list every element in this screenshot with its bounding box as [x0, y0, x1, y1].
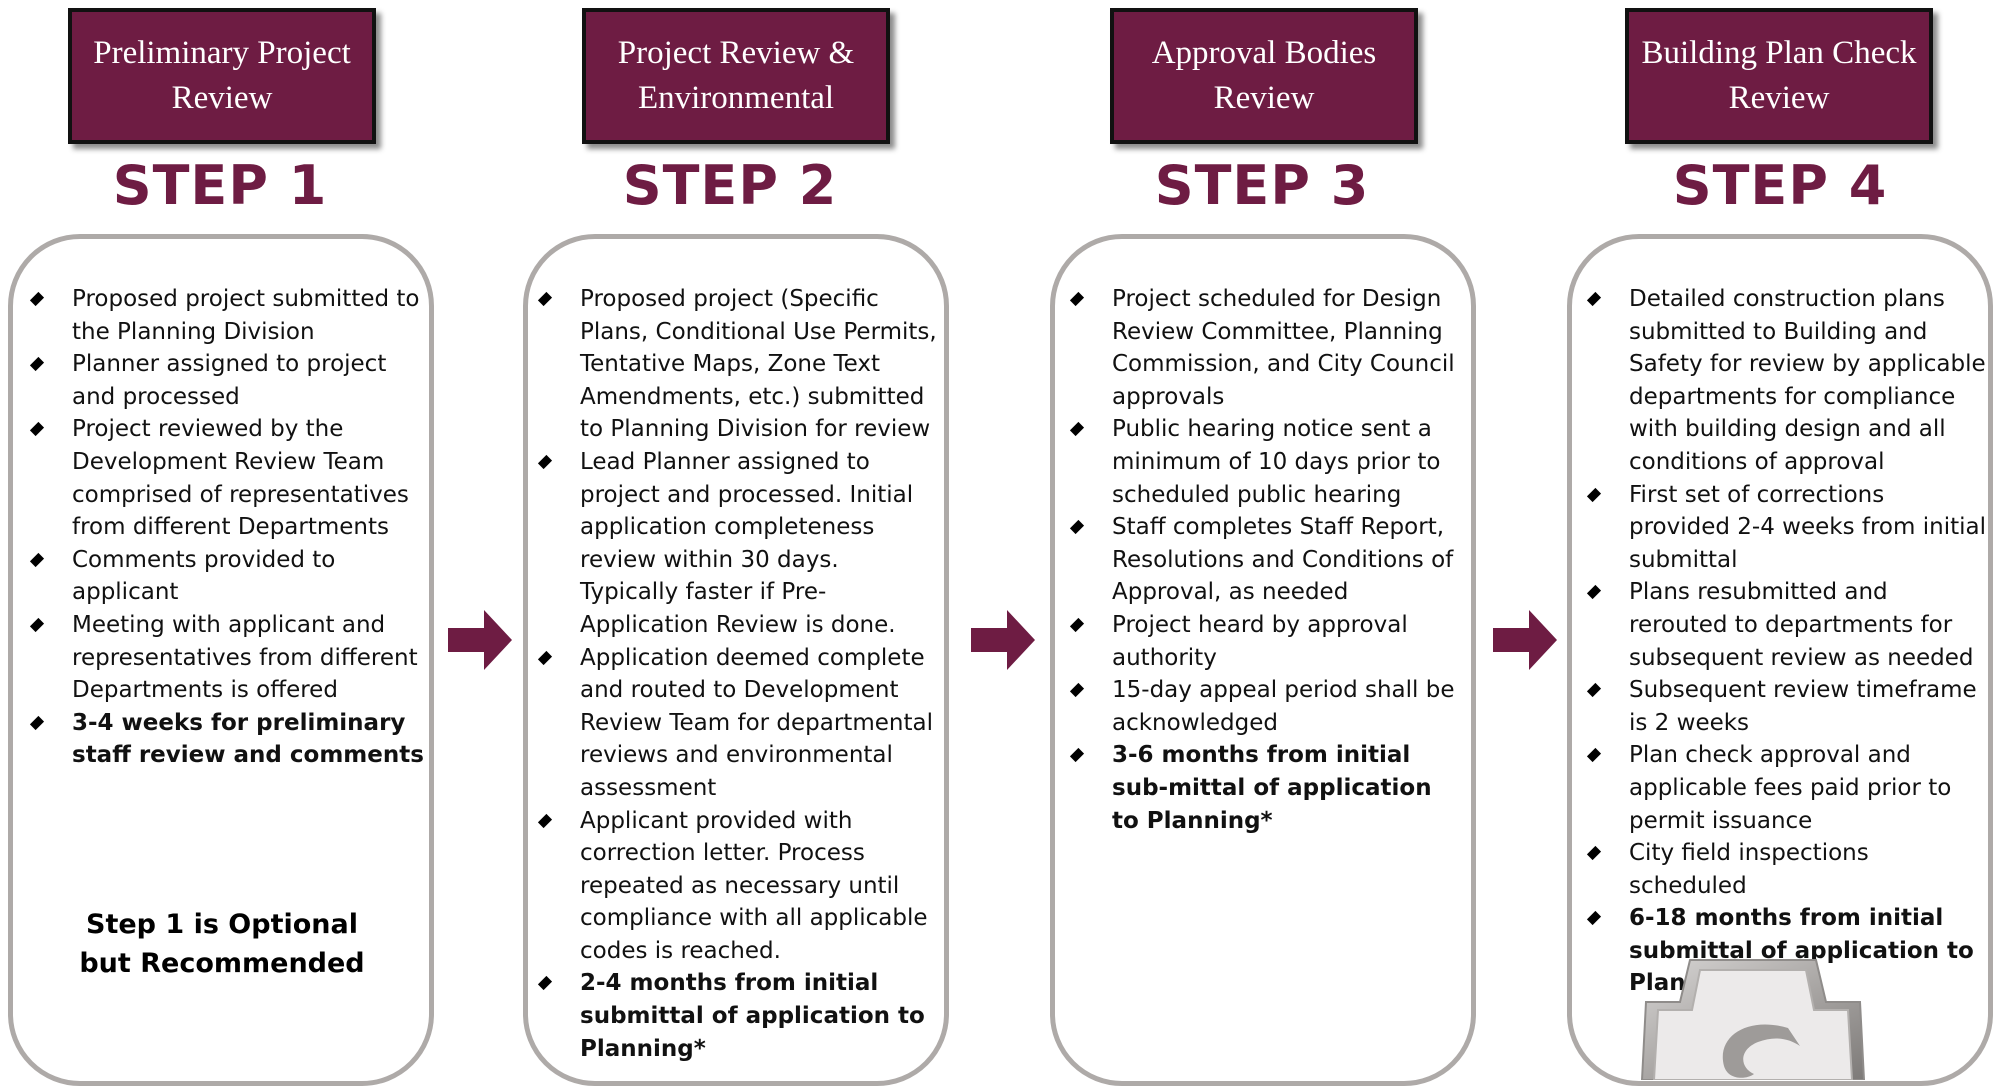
diamond-bullet-icon — [29, 552, 45, 567]
step3-label: STEP 3 — [1154, 154, 1370, 217]
diamond-bullet-icon — [1069, 291, 1085, 307]
list-item: Planner assigned to project and processe… — [26, 348, 426, 413]
diamond-bullet-icon — [1586, 585, 1602, 600]
step1-header-text: Preliminary Project Review — [93, 35, 351, 116]
step1-optional-note: Step 1 is Optional but Recommended — [79, 909, 365, 979]
diamond-bullet-icon — [537, 291, 553, 307]
step2-header: Project Review & Environmental — [582, 8, 890, 144]
step1-header: Preliminary Project Review — [68, 8, 376, 144]
diamond-bullet-icon — [1069, 617, 1085, 633]
diamond-bullet-icon — [1069, 422, 1085, 437]
diamond-bullet-icon — [537, 650, 553, 665]
step1-bullet-list: Proposed project submitted to the Planni… — [26, 283, 426, 772]
diamond-bullet-icon — [29, 617, 45, 633]
list-item: Public hearing notice sent a minimum of … — [1066, 413, 1466, 511]
list-item: Project heard by approval authority — [1066, 609, 1466, 674]
keystone-logo-icon — [1640, 959, 1866, 1080]
list-item: Plans resubmitted and rerouted to depart… — [1583, 576, 1991, 674]
list-item: Applicant provided with correction lette… — [534, 805, 944, 968]
list-item: 15-day appeal period shall be acknowledg… — [1066, 674, 1466, 739]
list-item: Staff completes Staff Report, Resolution… — [1066, 511, 1466, 609]
list-item: Application deemed complete and routed t… — [534, 642, 944, 805]
diamond-bullet-icon — [1586, 291, 1602, 307]
list-item: Plan check approval and applicable fees … — [1583, 739, 1991, 837]
step2-box — [523, 234, 949, 1086]
step2-header-text: Project Review & Environmental — [617, 35, 855, 116]
arrow-right-icon — [971, 610, 1035, 670]
list-item: Project reviewed by the Development Revi… — [26, 413, 426, 543]
list-item: Proposed project submitted to the Planni… — [26, 283, 426, 348]
list-item: Project scheduled for Design Review Comm… — [1066, 283, 1466, 413]
arrow-right-icon — [1493, 610, 1557, 670]
step4-header-text: Building Plan Check Review — [1641, 35, 1917, 116]
timeframe-item: 2-4 months from initial submittal of app… — [534, 967, 944, 1065]
diamond-bullet-icon — [537, 454, 553, 470]
diamond-bullet-icon — [29, 291, 45, 307]
list-item: Lead Planner assigned to project and pro… — [534, 446, 944, 642]
diamond-bullet-icon — [1069, 748, 1085, 763]
list-item: Detailed construction plans submitted to… — [1583, 283, 1991, 479]
step3-header-text: Approval Bodies Review — [1151, 35, 1377, 116]
step1-label: STEP 1 — [112, 154, 328, 217]
diamond-bullet-icon — [1586, 911, 1602, 926]
diamond-bullet-icon — [1586, 487, 1602, 502]
arrow-right-icon — [448, 610, 512, 670]
step4-header: Building Plan Check Review — [1625, 8, 1933, 144]
diamond-bullet-icon — [29, 357, 45, 372]
diamond-bullet-icon — [1586, 683, 1602, 698]
diamond-bullet-icon — [29, 715, 45, 730]
timeframe-item: 3-6 months from initial sub-mittal of ap… — [1066, 739, 1466, 837]
list-item: Proposed project (Specific Plans, Condit… — [534, 283, 944, 446]
list-item: Meeting with applicant and representativ… — [26, 609, 426, 707]
diamond-bullet-icon — [537, 813, 553, 828]
diamond-bullet-icon — [1069, 520, 1085, 535]
timeframe-item: 3-4 weeks for preliminary staff review a… — [26, 707, 426, 772]
step4-box — [1567, 234, 1993, 1086]
list-item: First set of corrections provided 2-4 we… — [1583, 479, 1991, 577]
step1-box — [8, 234, 434, 1086]
step2-bullet-list: Proposed project (Specific Plans, Condit… — [534, 283, 944, 1065]
list-item: Subsequent review timeframe is 2 weeks — [1583, 674, 1991, 739]
step4-label: STEP 4 — [1672, 154, 1888, 217]
diamond-bullet-icon — [1586, 748, 1602, 763]
diamond-bullet-icon — [29, 422, 45, 437]
step3-header: Approval Bodies Review — [1110, 8, 1418, 144]
step2-label: STEP 2 — [622, 154, 838, 217]
step3-bullet-list: Project scheduled for Design Review Comm… — [1066, 283, 1466, 837]
list-item: City field inspections scheduled — [1583, 837, 1991, 902]
diamond-bullet-icon — [537, 976, 553, 991]
diamond-bullet-icon — [1069, 683, 1085, 698]
diamond-bullet-icon — [1586, 846, 1602, 861]
list-item: Comments provided to applicant — [26, 544, 426, 609]
step4-bullet-list: Detailed construction plans submitted to… — [1583, 283, 1991, 1000]
